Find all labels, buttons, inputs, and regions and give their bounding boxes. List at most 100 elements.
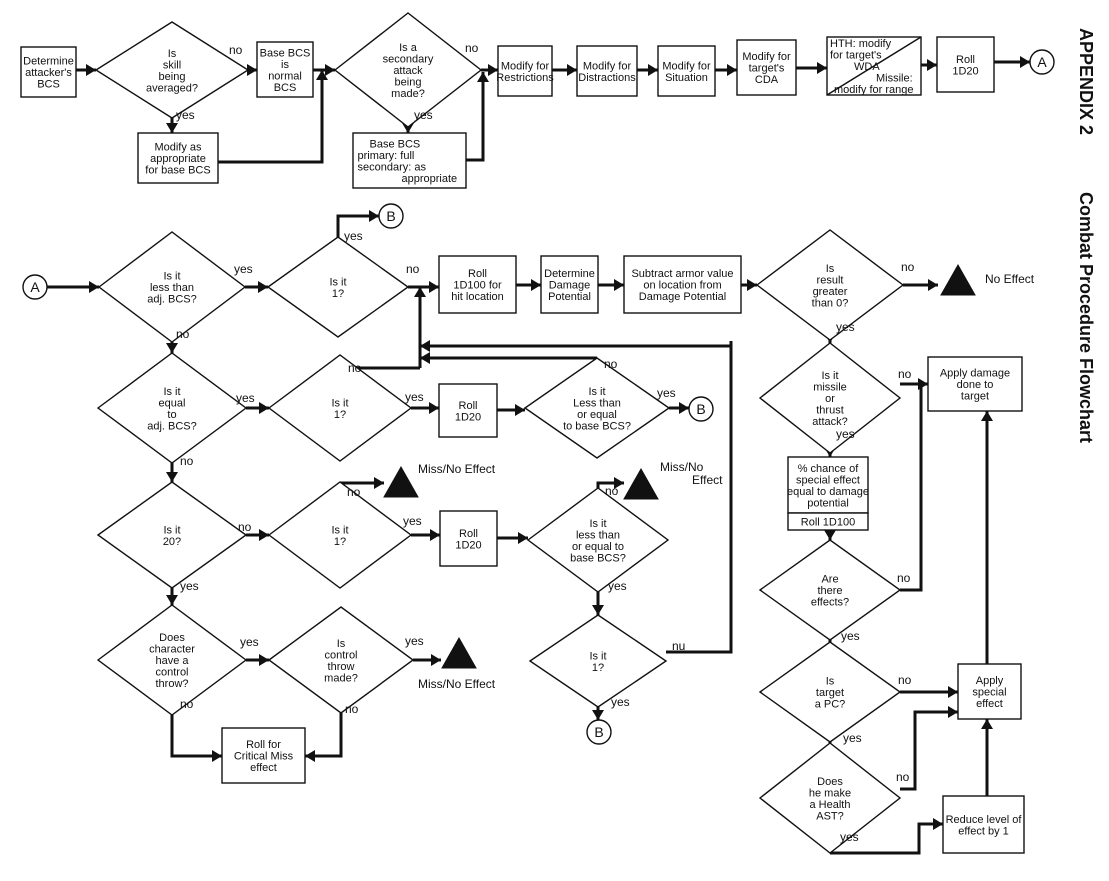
edge-d9-miss-arrowhead (614, 477, 624, 489)
d14-line-3: effects? (811, 597, 849, 609)
d12-diamond (267, 606, 415, 714)
d14-diamond (758, 539, 902, 641)
r1-line-2: 1D100 for (453, 280, 502, 292)
r8-line-1: Apply damage (940, 368, 1010, 380)
d8-line-2: 1? (334, 536, 346, 548)
label-d13-no: no (898, 367, 912, 381)
edge-d8-miss-arrowhead (374, 477, 384, 489)
connector-a-in-label: A (30, 279, 40, 295)
label-d15-yes: yes (843, 731, 862, 745)
edge-n4-n5-arrowhead (325, 64, 335, 76)
d12-line-4: made? (324, 672, 358, 684)
d16-line-4: AST? (816, 810, 844, 822)
r7-line-4: potential (807, 497, 849, 509)
d8-line-1: Is it (331, 524, 348, 536)
d9-line-4: base BCS? (570, 552, 626, 564)
edge-d8-r5-arrowhead (430, 529, 440, 541)
d13-line-4: thrust (816, 405, 844, 417)
n5-diamond (333, 12, 483, 128)
edge-n2-n3-arrowhead (166, 123, 178, 133)
n12-line-1: Roll (956, 54, 975, 66)
n3-line-2: appropriate (150, 153, 206, 165)
n7-box (497, 45, 553, 97)
label-d5-yes: yes (405, 390, 424, 404)
d9-line-1: Is it (589, 518, 606, 530)
n6-box (352, 132, 467, 189)
d6-line-1: Is it (588, 386, 605, 398)
label-d1-no: no (176, 327, 190, 341)
edge-r9-r8-arrowhead (981, 411, 993, 421)
d5-diamond (267, 354, 413, 462)
edge-d11-d12-arrowhead (259, 654, 269, 666)
d6-line-3: or equal (577, 409, 617, 421)
d15-diamond (758, 641, 902, 743)
label-n5-no: no (465, 41, 479, 55)
r6-box (221, 727, 306, 784)
r5-line-2: 1D20 (455, 539, 481, 551)
edge-d10-b-arrowhead (592, 710, 604, 720)
edge-n11-n12-arrowhead (927, 59, 937, 71)
edge-d4-d7-arrowhead (166, 472, 178, 482)
edge-n2-n4-arrowhead (247, 64, 257, 76)
r7b-box (787, 512, 869, 531)
appendix-heading: APPENDIX 2 (1076, 28, 1096, 136)
d9-line-2: less than (576, 529, 620, 541)
connector-b-2-label: B (696, 401, 705, 417)
r6-line-1: Roll for (246, 739, 281, 751)
d2-line-1: Is it (329, 276, 346, 288)
edge-d16-r9-arrowhead (948, 706, 958, 718)
edge-d2-b-arrowhead (369, 210, 379, 222)
d5-line-2: 1? (334, 409, 346, 421)
r2-line-2: Damage (549, 280, 591, 292)
r10-line-2: effect by 1 (958, 825, 1009, 837)
n11-line-5: modify for range (834, 84, 913, 96)
d16-line-1: Does (817, 776, 843, 788)
edge-d9-d10-arrowhead (592, 605, 604, 615)
n4-line-3: normal (268, 70, 302, 82)
n2-line-1: Is (168, 48, 177, 60)
n11-line-1: HTH: modify (830, 38, 892, 50)
d16-diamond (758, 742, 902, 854)
connector-b-3 (586, 719, 612, 745)
r8-box (927, 356, 1023, 412)
d11-line-1: Does (159, 632, 185, 644)
r8-line-3: target (961, 391, 989, 403)
n6-line-2: primary: full (358, 150, 415, 162)
r6-line-2: Critical Miss (234, 751, 294, 763)
r6-line-3: effect (250, 762, 277, 774)
label-n2-no: no (229, 43, 243, 57)
d12-line-3: throw (328, 661, 355, 673)
d13-line-1: Is it (821, 370, 838, 382)
label-d14-no: no (897, 571, 911, 585)
edge-d3-noeffect-arrowhead (928, 279, 938, 291)
n5-line-1: Is a (399, 42, 418, 54)
r1-line-3: hit location (451, 291, 504, 303)
n11-line-4: Missile: (876, 73, 913, 85)
n6-line-3: secondary: as (358, 161, 427, 173)
edge-d12-r6 (305, 713, 343, 758)
edge-loop-r1-arrowhead (414, 287, 426, 297)
label-d4-no: no (180, 454, 194, 468)
d15-line-2: target (816, 687, 844, 699)
edge-d10-no (666, 346, 733, 654)
edge-r5-d9-arrowhead (518, 532, 528, 544)
connector-a-out (1029, 49, 1055, 75)
d9-line-3: or equal to (572, 541, 624, 553)
connector-b-1 (378, 203, 404, 229)
n2-diamond (94, 21, 250, 119)
label-d11-yes: yes (240, 635, 259, 649)
r10-line-1: Reduce level of (946, 814, 1023, 826)
n8-line-2: Distractions (578, 72, 636, 84)
label-d8-yes: yes (403, 514, 422, 528)
d6-line-2: Less than (573, 397, 621, 409)
n2-line-3: being (159, 71, 186, 83)
edge-n3-merge (218, 70, 324, 164)
label-d10-no: nu (672, 639, 685, 653)
d12-line-1: Is (337, 638, 346, 650)
edge-n7-n8-arrowhead (567, 64, 577, 76)
edge-d10-loop-arrowhead (420, 340, 430, 352)
label-d3-no: no (901, 260, 915, 274)
d3-line-2: result (817, 274, 844, 286)
effect-label-2: Effect (692, 473, 723, 487)
r7-line-1: % chance of (798, 463, 859, 475)
